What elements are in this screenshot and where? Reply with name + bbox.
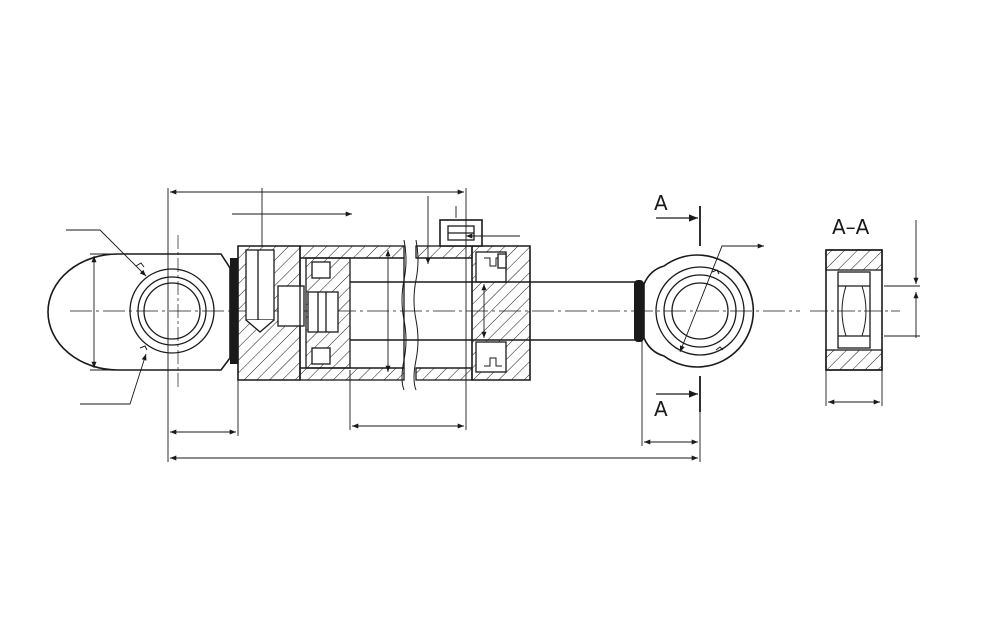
port-fitting: [439, 219, 483, 247]
left-rod-eye: [47, 235, 231, 390]
dimension-lines: [66, 188, 920, 462]
section-label-top: A: [654, 191, 668, 215]
break-line-right: [413, 239, 419, 391]
gland-head: [471, 245, 531, 381]
cylinder-base: [237, 245, 305, 381]
barrel-right: [415, 245, 473, 381]
piston-rod: [350, 281, 640, 341]
barrel-left: [299, 245, 405, 381]
section-label-bottom: A: [654, 397, 668, 421]
section-view: [810, 249, 900, 371]
rod-seal-band: [634, 280, 644, 342]
piston: [305, 257, 351, 369]
left-seal-band: [230, 258, 238, 364]
section-view-title: A–A: [832, 215, 870, 239]
break-line-left: [401, 239, 407, 391]
